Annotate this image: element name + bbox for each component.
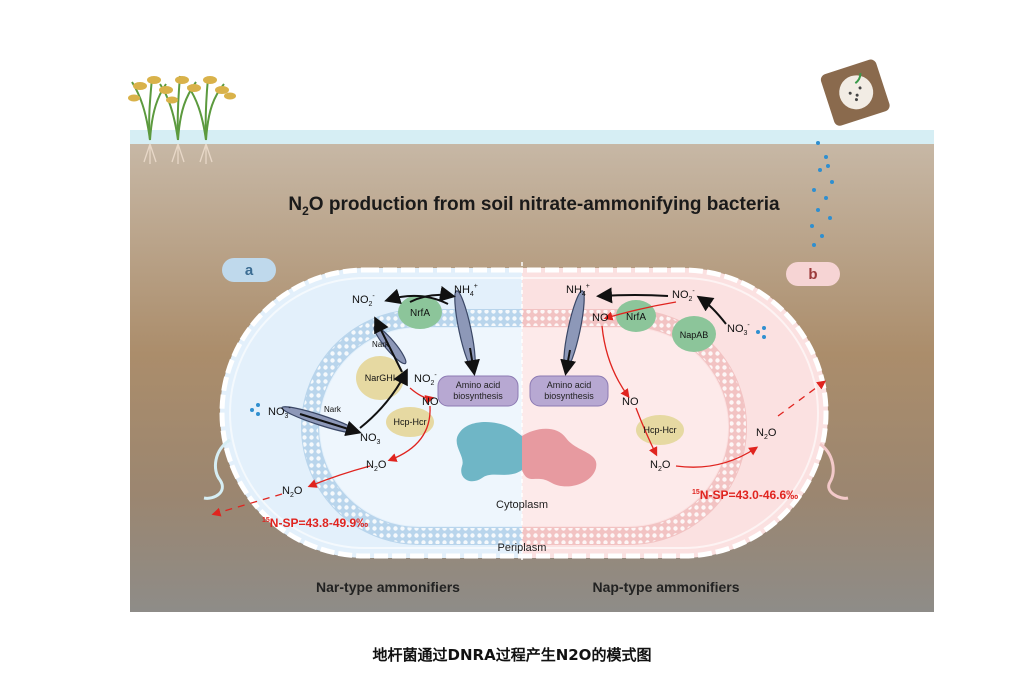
amino-acid-label-a: Amino acid xyxy=(456,380,501,390)
hcp-hcr-enzyme-a xyxy=(386,407,434,437)
biosynthesis-label-a: biosynthesis xyxy=(453,391,503,401)
no3-label-b: NO3- xyxy=(727,322,750,337)
sp-value-a: 15N-SP=43.8-49.9‰ xyxy=(262,516,368,530)
panel-b-badge xyxy=(786,262,840,286)
water-surface xyxy=(130,130,934,144)
nucleoid-b xyxy=(522,428,597,487)
inner-membrane xyxy=(301,309,747,545)
flagellum-a-icon xyxy=(203,438,231,500)
no2-mid-label-a: NO2- xyxy=(414,372,437,387)
nargh-enzyme xyxy=(356,356,404,400)
n2o-inside-label-a: N2O xyxy=(366,459,387,473)
nar-type-label: Nar-type ammonifiers xyxy=(316,579,460,595)
rice-grains-icon xyxy=(128,76,236,104)
nark-lower-label: Nark xyxy=(324,405,342,414)
napab-enzyme xyxy=(672,316,716,352)
nrfa-label-a: NrfA xyxy=(410,308,430,319)
dnra-diagram: N2O production from soil nitrate-ammonif… xyxy=(128,59,934,612)
biosynthesis-label-b: biosynthesis xyxy=(544,391,594,401)
nh4-label-b: NH4+ xyxy=(566,283,590,298)
rice-roots-icon xyxy=(143,143,213,164)
fertilizer-granules xyxy=(810,141,834,247)
no-top-label-b: NO xyxy=(592,312,609,324)
nrfa-label-b: NrfA xyxy=(626,312,646,323)
no2-top-label-a: NO2- xyxy=(352,293,375,308)
flagellum-b-icon xyxy=(819,442,849,500)
outer-membrane xyxy=(219,267,829,559)
no2-label-b: NO2- xyxy=(672,288,695,303)
no3-outside-label-a: NO3- xyxy=(268,405,291,420)
nrfa-enzyme-a xyxy=(398,295,442,329)
cytoplasm-label: Cytoplasm xyxy=(496,499,548,511)
diagram-title: N2O production from soil nitrate-ammonif… xyxy=(288,194,780,218)
periplasm-label: Periplasm xyxy=(498,542,547,554)
n2o-outside-label-b: N2O xyxy=(756,427,777,441)
amino-acid-box-a xyxy=(437,375,519,407)
panel-a-badge xyxy=(222,258,276,282)
sp-value-b: 15N-SP=43.0-46.6‰ xyxy=(692,488,798,502)
outer-membrane-inner-edge xyxy=(229,277,819,549)
panel-a-badge-label: a xyxy=(245,262,254,279)
nucleoid-a xyxy=(456,422,522,482)
fertilizer-bag-icon xyxy=(820,59,890,126)
hcp-hcr-label-b: Hcp-Hcr xyxy=(644,425,677,435)
no-label-a: NO xyxy=(422,396,439,408)
figure-caption: 地杆菌通过DNRA过程产生N2O的模式图 xyxy=(372,646,652,664)
panel-b-badge-label: b xyxy=(808,266,817,283)
panel-a-pathway: NO2- NH4+ NrfA Nark NarGHI NO2- NO Hcp-H… xyxy=(211,283,519,530)
amino-acid-label-b: Amino acid xyxy=(547,380,592,390)
hcp-hcr-label-a: Hcp-Hcr xyxy=(394,417,427,427)
panel-b-pathway: NH4+ NO2- NO NrfA NapAB NO3- Amino acid … xyxy=(529,283,827,502)
n2o-inside-label-b: N2O xyxy=(650,459,671,473)
no3-inside-label-a: NO3 xyxy=(360,432,381,446)
amino-acid-box-b xyxy=(529,375,609,407)
napab-label: NapAB xyxy=(680,330,709,340)
nh4-label-a: NH4+ xyxy=(454,283,478,298)
n2o-outside-label-a: N2O xyxy=(282,485,303,499)
no-mid-label-b: NO xyxy=(622,396,639,408)
nap-type-label: Nap-type ammonifiers xyxy=(592,579,739,595)
nark-upper-label: Nark xyxy=(372,340,390,349)
nargh-label: NarGHI xyxy=(365,373,396,383)
